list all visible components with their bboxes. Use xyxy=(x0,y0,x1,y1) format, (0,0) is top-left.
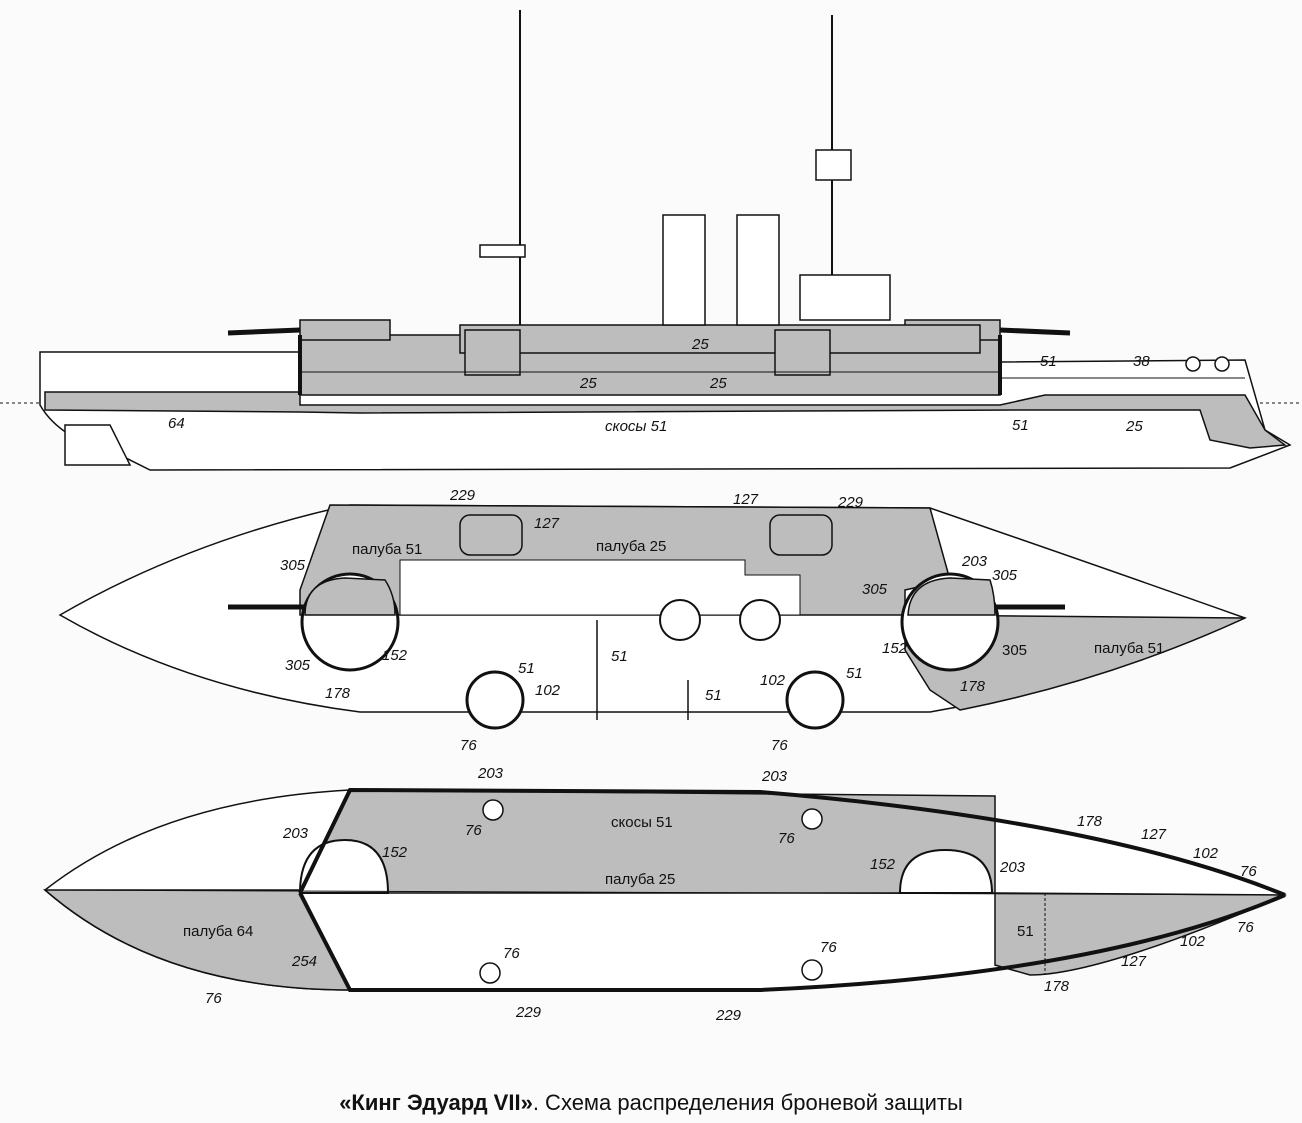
label-51-bow: 51 xyxy=(1040,353,1057,370)
armor-scheme-drawing: 25 25 25 51 38 64 скосы 51 51 25 xyxy=(0,10,1302,1024)
label-203-top2: 203 xyxy=(761,768,788,785)
label-51-box: 51 xyxy=(1017,923,1034,940)
plan-barbette-fwd xyxy=(298,838,390,894)
label-102-top: 102 xyxy=(1193,845,1219,862)
plan-barbette-aft xyxy=(898,848,994,894)
label-25-upper: 25 xyxy=(691,336,709,353)
label-229-a: 229 xyxy=(515,1004,542,1021)
label-38: 38 xyxy=(1133,353,1150,370)
label-305-mid: 305 xyxy=(862,581,888,598)
label-paluba-51-l: палуба 51 xyxy=(352,541,422,558)
label-127-r: 127 xyxy=(733,491,759,508)
label-76-tip-bot: 76 xyxy=(1237,919,1254,936)
profile-barbette-fwd xyxy=(464,329,521,376)
casemate-tr xyxy=(769,514,833,556)
casemate-tl xyxy=(459,514,523,556)
profile-superstructure xyxy=(459,324,981,354)
label-127-bot: 127 xyxy=(1121,953,1147,970)
label-229-b: 229 xyxy=(715,1007,742,1024)
plan-labels: 203 203 203 76 скосы 51 76 178 127 102 7… xyxy=(183,765,1257,1024)
side-profile xyxy=(0,10,1302,471)
label-51-b: 51 xyxy=(611,648,628,665)
deck-labels: 229 127 палуба 51 палуба 25 127 229 305 … xyxy=(280,487,1164,754)
label-76-d: 76 xyxy=(820,939,837,956)
turret-aft xyxy=(907,577,996,616)
label-229-l: 229 xyxy=(449,487,476,504)
label-skosy-plan: скосы 51 xyxy=(611,814,673,831)
label-127-top: 127 xyxy=(1141,826,1167,843)
label-25-b: 25 xyxy=(709,375,727,392)
label-25-bow-low: 25 xyxy=(1125,418,1143,435)
label-229-r: 229 xyxy=(837,494,864,511)
label-152-left: 152 xyxy=(382,844,408,861)
label-76-b: 76 xyxy=(778,830,795,847)
label-305-tl: 305 xyxy=(280,557,306,574)
casemate-br xyxy=(785,670,845,730)
main-top xyxy=(815,149,852,181)
label-102-bot: 102 xyxy=(1180,933,1206,950)
profile-belt xyxy=(44,391,1288,449)
label-203: 203 xyxy=(961,553,988,570)
caption-ship-name: «Кинг Эдуард VII» xyxy=(339,1090,533,1115)
label-305-tr: 305 xyxy=(992,567,1018,584)
caption-description: . Схема распределения броневой защиты xyxy=(532,1090,963,1115)
label-203-left: 203 xyxy=(282,825,309,842)
label-178-top: 178 xyxy=(1077,813,1103,830)
label-25-a: 25 xyxy=(579,375,597,392)
label-51-a: 51 xyxy=(518,660,535,677)
label-76-tip-top: 76 xyxy=(1240,863,1257,880)
label-76-l: 76 xyxy=(460,737,477,754)
profile-labels: 25 25 25 51 38 64 скосы 51 51 25 xyxy=(168,336,1150,435)
fore-top xyxy=(479,244,526,258)
label-paluba-25-plan: палуба 25 xyxy=(605,871,675,888)
profile-fwd-turret xyxy=(299,319,391,341)
label-127-l: 127 xyxy=(534,515,560,532)
label-paluba-64: палуба 64 xyxy=(183,923,253,940)
label-102-r: 102 xyxy=(760,672,786,689)
label-203-right: 203 xyxy=(999,859,1026,876)
label-paluba-51-r: палуба 51 xyxy=(1094,640,1164,657)
label-76-stern: 76 xyxy=(205,990,222,1007)
label-102-l: 102 xyxy=(535,682,561,699)
label-305-bl: 305 xyxy=(285,657,311,674)
label-51-c: 51 xyxy=(705,687,722,704)
label-paluba-25: палуба 25 xyxy=(596,538,666,555)
label-203-top1: 203 xyxy=(477,765,504,782)
gun-fwd xyxy=(227,327,301,336)
label-64: 64 xyxy=(168,415,185,432)
funnel-fwd xyxy=(662,214,706,326)
turret-fwd xyxy=(304,577,396,616)
figure-caption: «Кинг Эдуард VII». Схема распределения б… xyxy=(0,1090,1302,1116)
label-152-right: 152 xyxy=(870,856,896,873)
label-76-c: 76 xyxy=(503,945,520,962)
lower-plan xyxy=(42,787,1287,992)
label-76-a: 76 xyxy=(465,822,482,839)
label-51-d: 51 xyxy=(846,665,863,682)
label-178-l: 178 xyxy=(325,685,351,702)
rudder xyxy=(64,424,132,466)
label-152-r: 152 xyxy=(882,640,908,657)
label-305-br: 305 xyxy=(1002,642,1027,659)
label-178-r: 178 xyxy=(960,678,986,695)
label-51-bow-low: 51 xyxy=(1012,417,1029,434)
casemate-bl xyxy=(465,670,525,730)
label-254: 254 xyxy=(291,953,317,970)
plan-paluba-64-area xyxy=(42,889,352,991)
label-skosy-51: скосы 51 xyxy=(605,418,667,435)
bridge xyxy=(799,274,891,321)
label-152-l: 152 xyxy=(382,647,408,664)
funnel-aft xyxy=(736,214,780,326)
profile-barbette-aft xyxy=(774,329,831,376)
gun-aft xyxy=(999,327,1071,336)
label-178-bot: 178 xyxy=(1044,978,1070,995)
deck-plan xyxy=(58,504,1247,730)
label-76-r: 76 xyxy=(771,737,788,754)
